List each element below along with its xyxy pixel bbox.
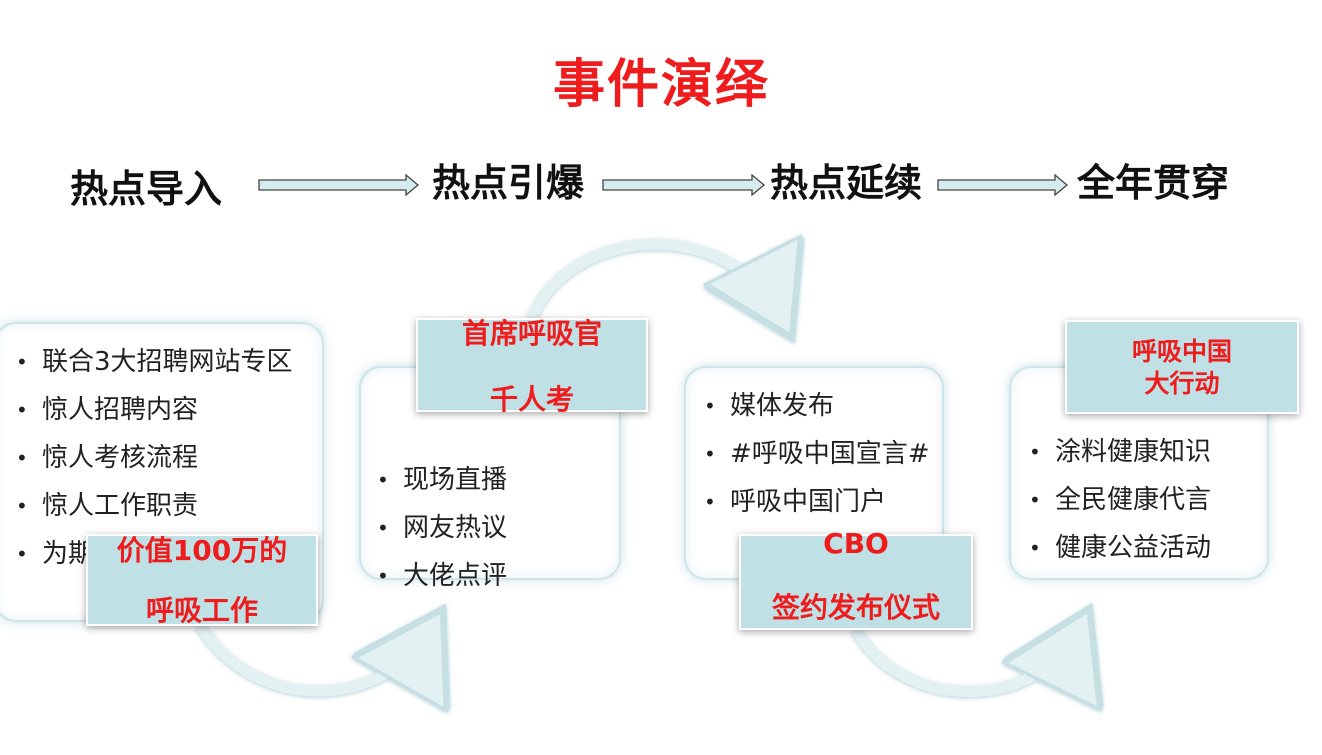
stage-label-ignite: 热点引爆	[432, 161, 585, 205]
list-item: 大佬点评	[377, 552, 619, 600]
event-tag-4-line-2: 大行动	[1144, 369, 1220, 398]
event-tag-4-line-1: 呼吸中国	[1131, 337, 1232, 366]
list-item: 惊人考核流程	[16, 434, 322, 482]
event-tag-1: 价值100万的 呼吸工作	[86, 534, 318, 627]
list-item: 网友热议	[377, 504, 619, 552]
list-item: 呼吸中国门户	[704, 478, 942, 526]
event-tag-2-line-1: 首席呼吸官	[461, 317, 602, 350]
event-tag-2-line-2: 千人考	[489, 383, 574, 416]
list-item: 惊人招聘内容	[16, 386, 322, 434]
list-item: 联合3大招聘网站专区	[16, 338, 322, 386]
list-item: 健康公益活动	[1029, 524, 1267, 572]
event-tag-2: 首席呼吸官 千人考	[416, 317, 648, 416]
event-tag-3: CBO 签约发布仪式	[739, 527, 973, 630]
list-item: #呼吸中国宣言#	[704, 430, 942, 478]
curve-connector-2	[526, 244, 782, 318]
curve-connector-1	[195, 625, 432, 691]
list-item: 惊人工作职责	[16, 482, 322, 530]
event-box-1-list: 联合3大招聘网站专区 惊人招聘内容 惊人考核流程 惊人工作职责 为期	[16, 338, 322, 578]
stage-arrow-3	[937, 173, 1069, 197]
list-item: 现场直播	[377, 456, 619, 504]
event-box-3-list: 媒体发布 #呼吸中国宣言# 呼吸中国门户	[704, 382, 942, 526]
event-box-2-list: 现场直播 网友热议 大佬点评	[377, 456, 619, 600]
curve-connector-3	[851, 628, 1080, 692]
event-tag-3-line-1: CBO	[823, 527, 889, 560]
stage-label-yearround: 全年贯穿	[1077, 161, 1230, 205]
stage-label-continue: 热点延续	[770, 161, 923, 205]
event-tag-1-line-1: 价值100万的	[116, 534, 288, 567]
list-item: 涂料健康知识	[1029, 428, 1267, 476]
stage-arrow-1	[258, 173, 420, 197]
event-tag-4: 呼吸中国 大行动	[1065, 320, 1299, 414]
event-box-4: 涂料健康知识 全民健康代言 健康公益活动	[1009, 366, 1269, 580]
page-title: 事件演绎	[552, 55, 769, 115]
stage-label-import: 热点导入	[70, 167, 223, 211]
event-tag-3-line-2: 签约发布仪式	[771, 591, 940, 624]
event-tag-1-line-2: 呼吸工作	[145, 594, 258, 627]
list-item: 媒体发布	[704, 382, 942, 430]
list-item: 为期	[16, 530, 322, 578]
stage-arrow-2	[602, 173, 766, 197]
event-box-4-list: 涂料健康知识 全民健康代言 健康公益活动	[1029, 428, 1267, 572]
list-item: 全民健康代言	[1029, 476, 1267, 524]
